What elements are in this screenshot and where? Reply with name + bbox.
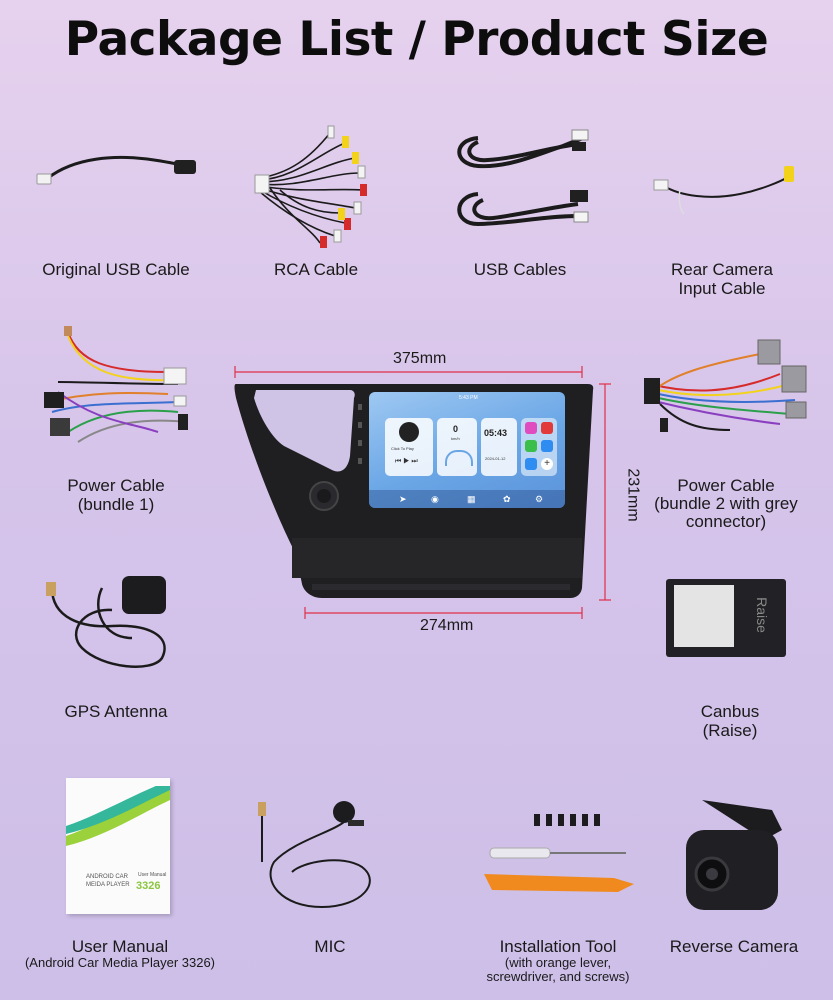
power-cable-bundle-1-image (38, 322, 198, 452)
manual-cover-line-1: ANDROID CAR (86, 874, 129, 880)
manual-cover-number: 3326 (136, 880, 161, 892)
power-cable-2-label-3: connector) (685, 512, 767, 531)
usb-cables-label: USB Cables (473, 260, 567, 279)
manual-cover-side: User Manual (138, 872, 167, 878)
reverse-camera-image (672, 790, 792, 920)
app-icon-1[interactable] (525, 422, 537, 434)
navigation-icon[interactable]: ➤ (399, 494, 407, 504)
canbus-brand: Raise (753, 597, 770, 633)
head-unit-screen: 5:43 PM Click To Play ⏮ ▶ ⏭ 0 km/h 05:43… (369, 392, 565, 508)
canbus-box: Raise (666, 579, 786, 657)
apps-tile: + (521, 418, 557, 476)
power-cable-2-label-2: (bundle 2 with grey (654, 494, 798, 513)
gps-antenna-image (42, 568, 182, 678)
power-cable-1-label-2: (bundle 1) (77, 495, 155, 514)
music-tile: Click To Play ⏮ ▶ ⏭ (385, 418, 433, 476)
installation-tool-sub-2: screwdriver, and screws) (486, 969, 630, 984)
user-manual-label: User Manual (71, 937, 169, 956)
reverse-camera-label: Reverse Camera (669, 937, 799, 956)
clock-date: 2024-01-12 (485, 456, 506, 461)
add-app-icon[interactable]: + (541, 458, 553, 470)
apps-icon[interactable]: ▦ (467, 494, 476, 504)
speed-value: 0 (453, 424, 459, 434)
settings-icon[interactable]: ⚙ (535, 494, 544, 504)
clock-tile: 05:43 2024-01-12 (481, 418, 517, 476)
music-hint: Click To Play (391, 446, 414, 451)
power-cable-2-label-1: Power Cable (677, 476, 775, 495)
rca-cable-image (250, 118, 380, 248)
app-icon-4[interactable] (541, 440, 553, 452)
dock-bar: ➤ ◉ ▦ ✿ ⚙ (369, 490, 565, 508)
dimension-lines (225, 360, 620, 620)
canbus-label-2: (Raise) (702, 721, 758, 740)
speedometer-icon (445, 450, 473, 466)
original-usb-cable-label: Original USB Cable (42, 260, 190, 279)
status-time: 5:43 PM (459, 395, 478, 401)
rear-camera-label-2: Input Cable (678, 279, 766, 298)
page-title: Package List / Product Size (64, 12, 769, 67)
original-usb-cable-image (34, 150, 204, 200)
manual-cover-line-2: MEIDA PLAYER (86, 882, 130, 888)
mic-image (252, 792, 392, 922)
rear-camera-input-cable-image (650, 160, 800, 220)
speed-tile: 0 km/h (437, 418, 477, 476)
clock-time: 05:43 (484, 428, 508, 438)
bottom-width-dimension: 274mm (420, 617, 474, 634)
music-disc-icon (399, 422, 419, 442)
music-controls: ⏮ ▶ ⏭ (395, 458, 418, 465)
power-cable-1-label-1: Power Cable (67, 476, 165, 495)
mic-label: MIC (314, 937, 346, 956)
media-icon[interactable]: ◉ (431, 494, 439, 504)
installation-tool-image (484, 812, 634, 902)
app-icon-3[interactable] (525, 440, 537, 452)
power-cable-bundle-2-image (640, 334, 820, 444)
rca-cable-label: RCA Cable (273, 260, 359, 279)
installation-tool-sub-1: (with orange lever, (504, 955, 612, 970)
user-manual-sub: (Android Car Media Player 3326) (24, 955, 216, 970)
rear-camera-label-1: Rear Camera (670, 260, 774, 279)
speed-unit: km/h (451, 436, 460, 441)
video-icon[interactable]: ✿ (503, 494, 511, 504)
usb-cables-image (448, 124, 598, 244)
canbus-label-sticker (674, 585, 734, 647)
installation-tool-label: Installation Tool (499, 937, 617, 956)
app-icon-5[interactable] (525, 458, 537, 470)
top-width-dimension: 375mm (393, 350, 447, 367)
app-icon-2[interactable] (541, 422, 553, 434)
canbus-label-1: Canbus (700, 702, 760, 721)
user-manual-image: ANDROID CAR MEIDA PLAYER User Manual 332… (66, 778, 170, 914)
gps-antenna-label: GPS Antenna (64, 702, 168, 721)
